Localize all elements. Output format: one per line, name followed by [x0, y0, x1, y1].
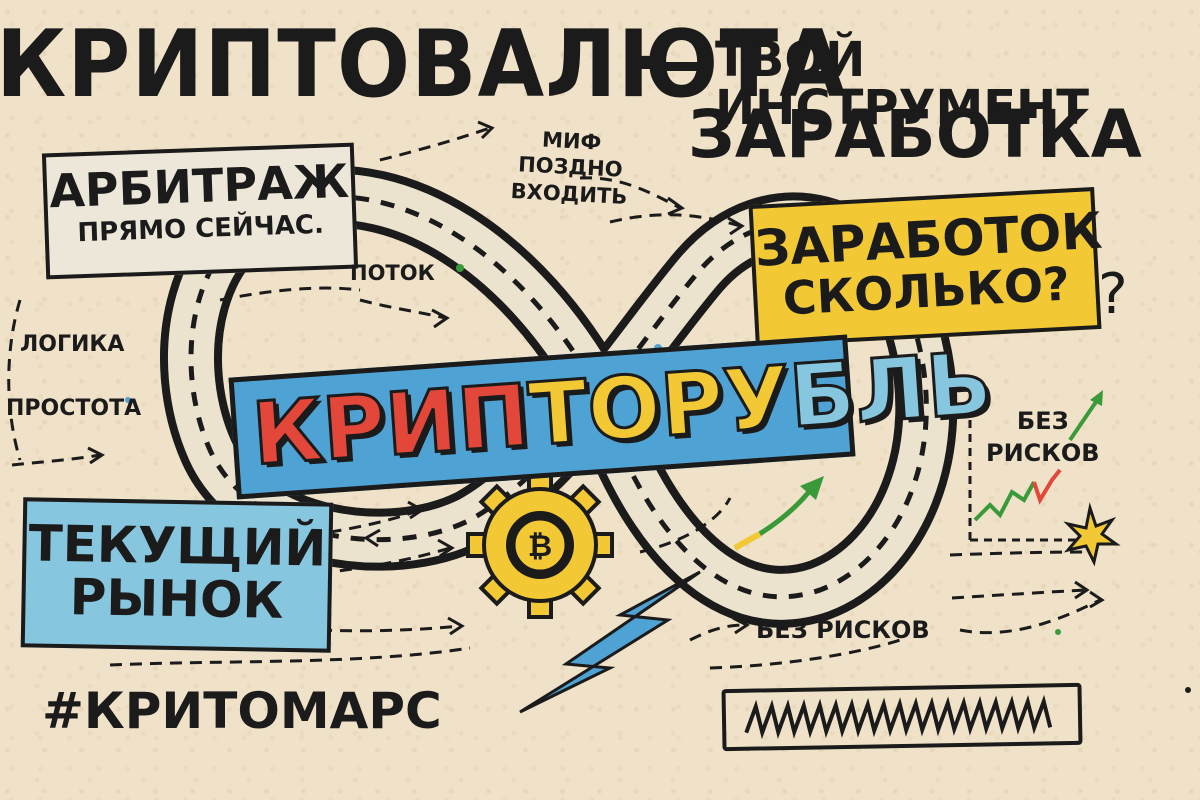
- arbitrage-heading: АРБИТРАЖ: [48, 153, 350, 219]
- spark-star-icon: [1063, 502, 1121, 567]
- no-risk-top-line-2: РИСКОВ: [986, 439, 1100, 468]
- market-heading: ТЕКУЩИЙ: [28, 514, 327, 578]
- dashed-arrows: [7, 126, 1101, 670]
- mini-chart-axes: [968, 420, 1100, 542]
- market-note: ТЕКУЩИЙ РЫНОК: [20, 497, 334, 653]
- trend-arrow-icon: [973, 390, 1103, 522]
- growth-arrow-icon: [733, 476, 824, 551]
- market-subheading: РЫНОК: [69, 567, 284, 630]
- logic-label: ЛОГИКА: [20, 332, 125, 357]
- myth-label: МИФ ПОЗДНО ВХОДИТЬ: [510, 125, 631, 210]
- no-risk-label-top: БЕЗ РИСКОВ: [986, 405, 1100, 470]
- no-risk-top-line-1: БЕЗ: [1016, 407, 1069, 435]
- arbitrage-note: АРБИТРАЖ ПРЯМО СЕЙЧАС.: [41, 142, 359, 280]
- arrow-heads: [87, 120, 1105, 636]
- title-main: КРИПТОВАЛЮТА: [0, 10, 847, 119]
- title-tail: ТВОЙ ИНСТРУМЕНТ: [715, 32, 1089, 136]
- earnings-note: ЗАРАБОТОК СКОЛЬКО?: [748, 187, 1104, 347]
- scribble-icon: [744, 694, 1053, 740]
- question-mark: ?: [1098, 262, 1128, 327]
- bitcoin-gear-icon: [466, 471, 614, 619]
- scribble-box: [721, 682, 1083, 752]
- simplicity-label: ПРОСТОТА: [6, 396, 142, 421]
- hashtag: #КРИТОМАРС: [42, 682, 442, 740]
- brand-part-1: КРИП: [248, 365, 535, 487]
- bitcoin-coin-icon: ₿: [528, 529, 552, 564]
- brand-part-2: ТОРУ: [524, 346, 794, 467]
- title-tail-2: ЗАРАБОТКА: [688, 96, 1142, 173]
- brand-part-3: БЛЬ: [785, 332, 997, 449]
- no-risk-label-bottom: БЕЗ РИСКОВ: [756, 616, 930, 644]
- title-dash: [652, 62, 704, 71]
- lightning-bolt-icon: [519, 570, 701, 714]
- flow-label: ПОТОК: [350, 261, 435, 285]
- arbitrage-subheading: ПРЯМО СЕЙЧАС.: [76, 209, 325, 249]
